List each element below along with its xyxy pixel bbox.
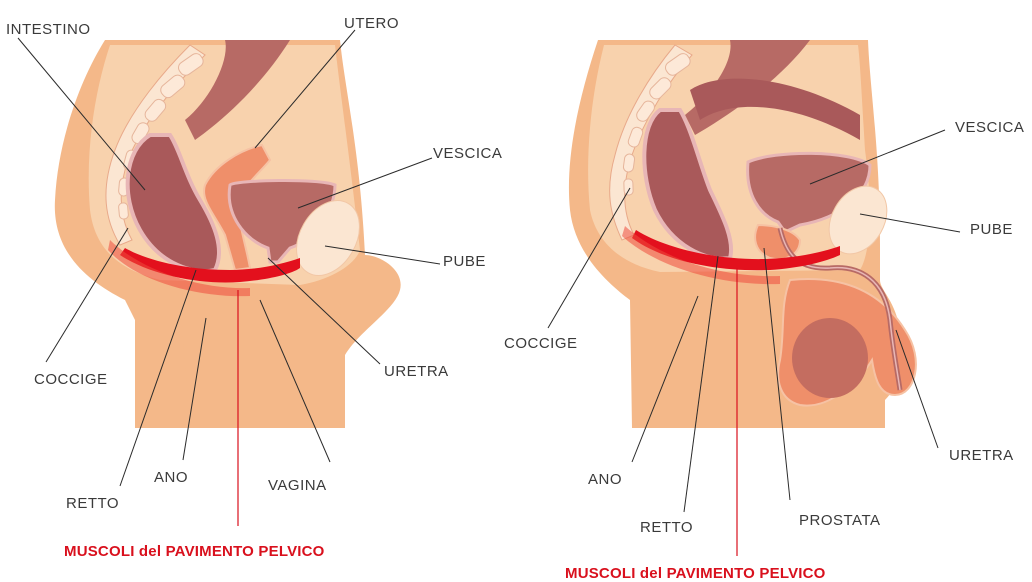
female-label-pube: PUBE (443, 253, 486, 270)
female-label-retto: RETTO (66, 495, 119, 512)
male-label-ano: ANO (588, 471, 622, 488)
female-thigh (180, 300, 345, 428)
male-label-vescica: VESCICA (955, 119, 1024, 136)
female-label-uretra: URETRA (384, 363, 449, 380)
male-label-pube: PUBE (970, 221, 1013, 238)
female-label-utero: UTERO (344, 15, 399, 32)
female-label-muscoli: MUSCOLI del PAVIMENTO PELVICO (64, 543, 325, 560)
male-label-muscoli: MUSCOLI del PAVIMENTO PELVICO (565, 565, 826, 582)
female-figure (55, 40, 401, 428)
female-label-intestino: INTESTINO (6, 21, 91, 38)
male-label-coccige: COCCIGE (504, 335, 578, 352)
female-label-vagina: VAGINA (268, 477, 327, 494)
female-label-coccige: COCCIGE (34, 371, 108, 388)
male-testis (792, 318, 868, 398)
male-label-prostata: PROSTATA (799, 512, 881, 529)
female-label-vescica: VESCICA (433, 145, 502, 162)
female-label-ano: ANO (154, 469, 188, 486)
male-label-uretra: URETRA (949, 447, 1014, 464)
male-label-retto: RETTO (640, 519, 693, 536)
male-figure (569, 40, 916, 428)
